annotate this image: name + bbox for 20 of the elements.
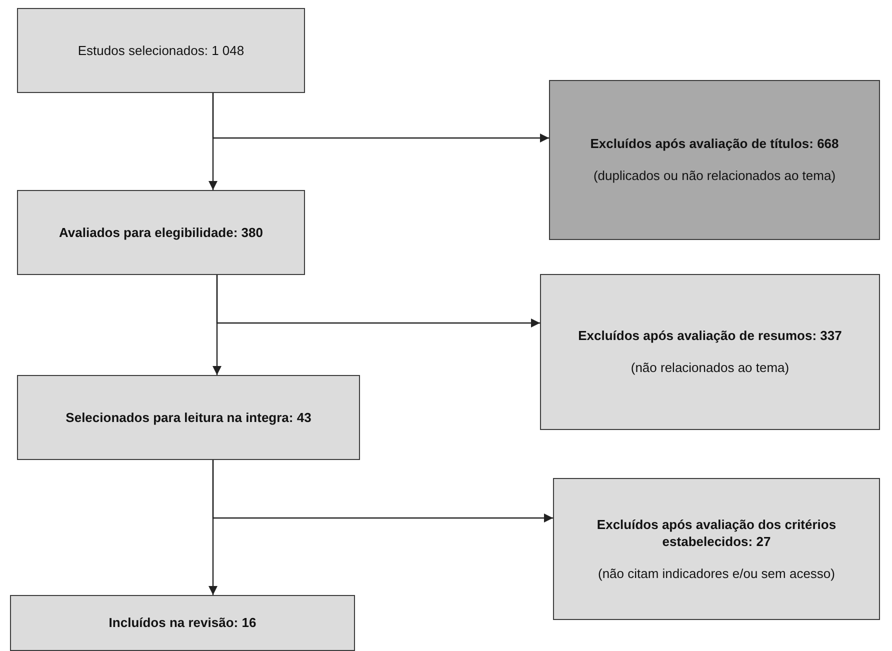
process-box <box>17 8 305 93</box>
box-title: Selecionados para leitura na integra: 43 <box>66 408 312 426</box>
box-title: Estudos selecionados: 1 048 <box>78 42 244 60</box>
process-box <box>549 80 880 240</box>
process-box <box>17 190 305 275</box>
arrow <box>216 275 540 328</box>
box-note: (duplicados ou não relacionados ao tema) <box>593 167 836 185</box>
box-title: Incluídos na revisão: 16 <box>108 614 256 632</box>
box-title: Excluídos após avaliação de resumos: 337 <box>578 327 842 345</box>
process-box <box>553 478 880 620</box>
box-title: Avaliados para elegibilidade: 380 <box>59 224 263 242</box>
box-title: Excluídos após avaliação dos critérios estabelecidos: 27 <box>596 516 838 551</box>
arrow <box>212 93 549 142</box>
process-box <box>540 274 880 430</box>
arrow <box>212 460 553 522</box>
box-note: (não relacionados ao tema) <box>630 359 790 377</box>
box-title: Excluídos após avaliação de títulos: 668 <box>590 135 839 153</box>
process-box <box>10 595 355 651</box>
process-box <box>17 375 360 460</box>
box-note: (não citam indicadores e/ou sem acesso) <box>598 564 835 582</box>
